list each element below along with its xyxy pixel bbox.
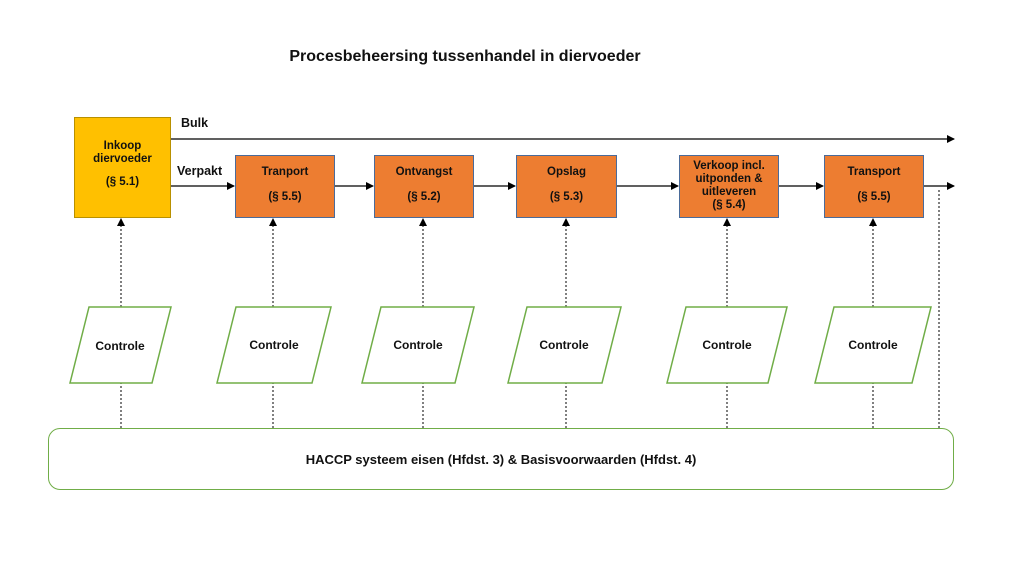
haccp-text: HACCP systeem eisen (Hfdst. 3) & Basisvo…: [305, 451, 697, 467]
step-section: (§ 5.4): [712, 199, 746, 211]
step-name: Tranport: [261, 166, 309, 178]
bulk-label: Bulk: [181, 116, 209, 130]
step-box-4: Verkoop incl. uitponden & uitleveren (§ …: [679, 155, 779, 218]
step-name: Ontvangst: [395, 166, 453, 178]
step-section: (§ 5.5): [857, 191, 891, 203]
step-name: Verkoop incl. uitponden & uitleveren: [693, 160, 765, 198]
control-shape-6: [814, 306, 932, 384]
diagram-title-text: Procesbeheersing tussenhandel in diervoe…: [289, 48, 641, 65]
control-shape-3: [361, 306, 475, 384]
control-label-2: Controle: [249, 338, 299, 352]
control-shape-1: [69, 306, 172, 384]
start-box-section: (§ 5.1): [105, 176, 140, 188]
control-shape-5: [666, 306, 788, 384]
haccp-foundation-box: HACCP systeem eisen (Hfdst. 3) & Basisvo…: [48, 428, 954, 490]
step-name: Transport: [847, 166, 901, 178]
control-shape-4: [507, 306, 622, 384]
control-label-3: Controle: [393, 338, 443, 352]
control-label-5: Controle: [702, 338, 752, 352]
step-box-1: Tranport (§ 5.5): [235, 155, 335, 218]
control-label-1: Controle: [95, 339, 145, 353]
start-box-name: Inkoop diervoeder: [93, 140, 152, 165]
step-box-2: Ontvangst (§ 5.2): [374, 155, 474, 218]
control-label-4: Controle: [539, 338, 589, 352]
control-label-6: Controle: [848, 338, 898, 352]
step-section: (§ 5.3): [549, 191, 584, 203]
step-section: (§ 5.2): [407, 191, 441, 203]
step-box-3: Opslag (§ 5.3): [516, 155, 617, 218]
start-box-inkoop: Inkoop diervoeder (§ 5.1): [74, 117, 171, 218]
verpakt-label: Verpakt: [177, 164, 223, 178]
step-section: (§ 5.5): [268, 191, 302, 203]
control-shape-2: [216, 306, 332, 384]
diagram-title: Procesbeheersing tussenhandel in diervoe…: [0, 48, 930, 66]
step-name: Opslag: [547, 166, 586, 178]
step-box-5: Transport (§ 5.5): [824, 155, 924, 218]
